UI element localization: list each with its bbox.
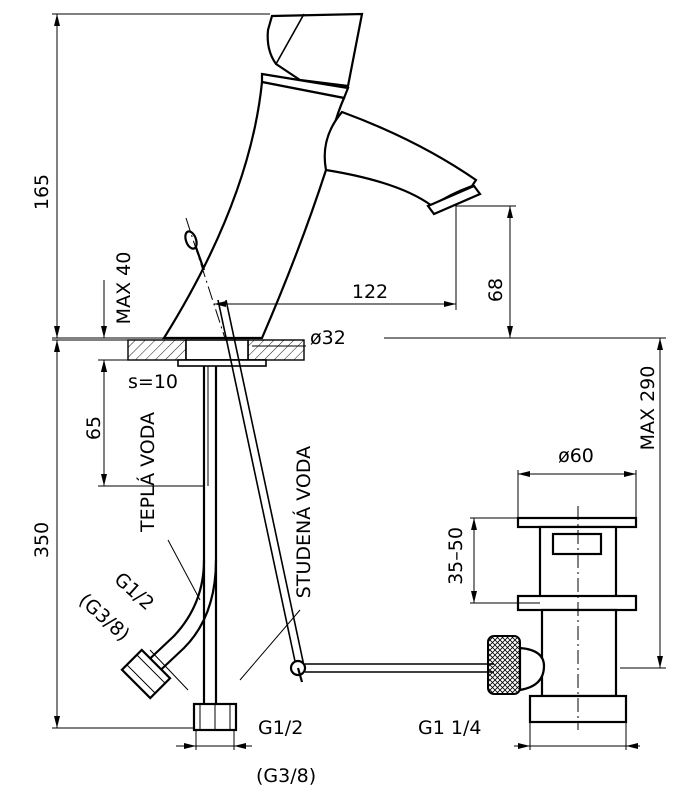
dim-thickness: s=10 [128,371,178,393]
main-body [162,80,346,340]
supply-hoses [120,366,238,732]
dim-thread-bottom: G1/2 [258,717,303,739]
dim-waste-dia: ø60 [558,445,594,467]
rod-knurled-nut [487,635,521,695]
dimension-lines [52,13,666,750]
lever-handle [266,12,364,88]
body-centerline [185,217,233,361]
waste-body [540,608,618,698]
waste-drain [487,506,638,730]
spout [323,110,478,208]
dim-thread-waste: G1 1/4 [418,717,481,739]
hot-hose-nut [120,648,172,700]
dim-35-50: 35–50 [445,527,467,585]
dim-max-290: MAX 290 [637,366,659,451]
popup-knob [184,230,198,250]
waste-flange [516,516,638,529]
dim-350: 350 [31,522,53,558]
dim-thread-bottom-alt: (G3/8) [256,765,316,787]
countertop-section [127,339,305,367]
label-cold-water: STUDENÁ VODA [292,446,315,598]
dim-165: 165 [31,174,53,210]
handle-edge [275,13,305,65]
dim-122: 122 [352,281,388,303]
dim-thread-hot: G1/2 [110,568,158,615]
dim-68: 68 [485,278,507,302]
dim-hole-dia: ø32 [310,327,346,349]
mounting-plate [177,359,267,367]
label-hot-water: TEPLÁ VODA [136,412,159,533]
faucet-body [162,12,482,361]
labels: TEPLÁ VODA STUDENÁ VODA [136,412,315,598]
waste-plug [551,532,603,556]
dim-65: 65 [83,416,105,440]
aerator [426,184,482,216]
popup-rod [217,299,494,683]
dim-max-40: MAX 40 [113,252,135,325]
